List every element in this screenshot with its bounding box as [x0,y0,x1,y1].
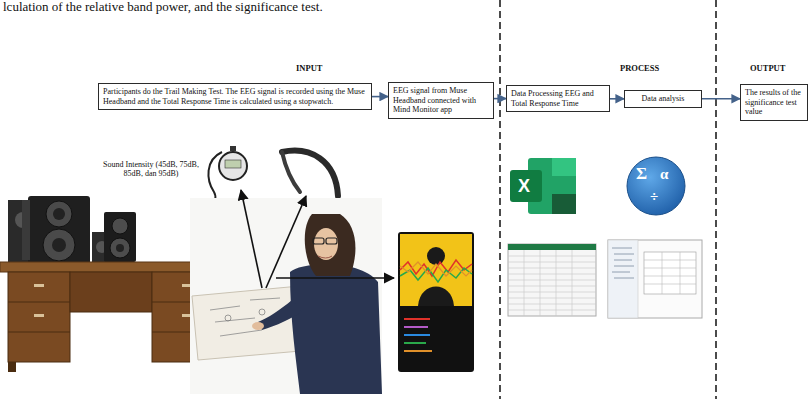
pointer-arrow [266,196,306,288]
process-box: Data analysis [624,90,702,108]
box-text: The results of the significance test val… [745,88,803,117]
spss-symbol: α [660,166,668,183]
cut-caption-text: lculation of the relative band power, an… [3,0,323,15]
sound-intensity-label: Sound Intensity (45dB, 75dB, 85dB, dan 9… [96,160,206,178]
spss-symbol: Σ [636,164,647,184]
excel-letter: X [518,176,530,197]
process-box: Data Processing EEG and Total Response T… [506,85,610,112]
box-text: Participants do the Trail Making Test. T… [103,87,367,106]
spss-icon [627,157,685,215]
spss-symbol: ÷ [650,188,658,205]
spreadsheet-screenshot [508,244,596,316]
separator-line [715,0,717,399]
flow-arrow [610,98,624,100]
pointer-arrow [276,277,394,279]
signal-box: EEG signal from Muse Headband connected … [388,82,494,119]
input-box: Participants do the Trail Making Test. T… [98,83,372,110]
participant-photo [190,198,382,394]
box-text: EEG signal from Muse Headband connected … [393,86,489,115]
separator-line [499,0,501,399]
stopwatch [208,146,247,206]
flow-arrow [702,98,740,100]
speakers [8,196,136,266]
muse-headband [282,151,338,196]
pointer-arrow [241,190,262,288]
section-heading: OUTPUT [750,64,785,74]
box-text: Data Processing EEG and Total Response T… [511,89,605,108]
output-box: The results of the significance test val… [740,84,808,121]
spss-screenshot [608,240,702,318]
section-heading: PROCESS [620,64,659,74]
mind-monitor-phone [398,232,474,372]
flow-arrow [372,96,388,98]
box-text: Data analysis [629,94,697,104]
flow-arrow [494,98,506,100]
section-heading: INPUT [296,64,322,74]
excel-icon [510,158,576,214]
